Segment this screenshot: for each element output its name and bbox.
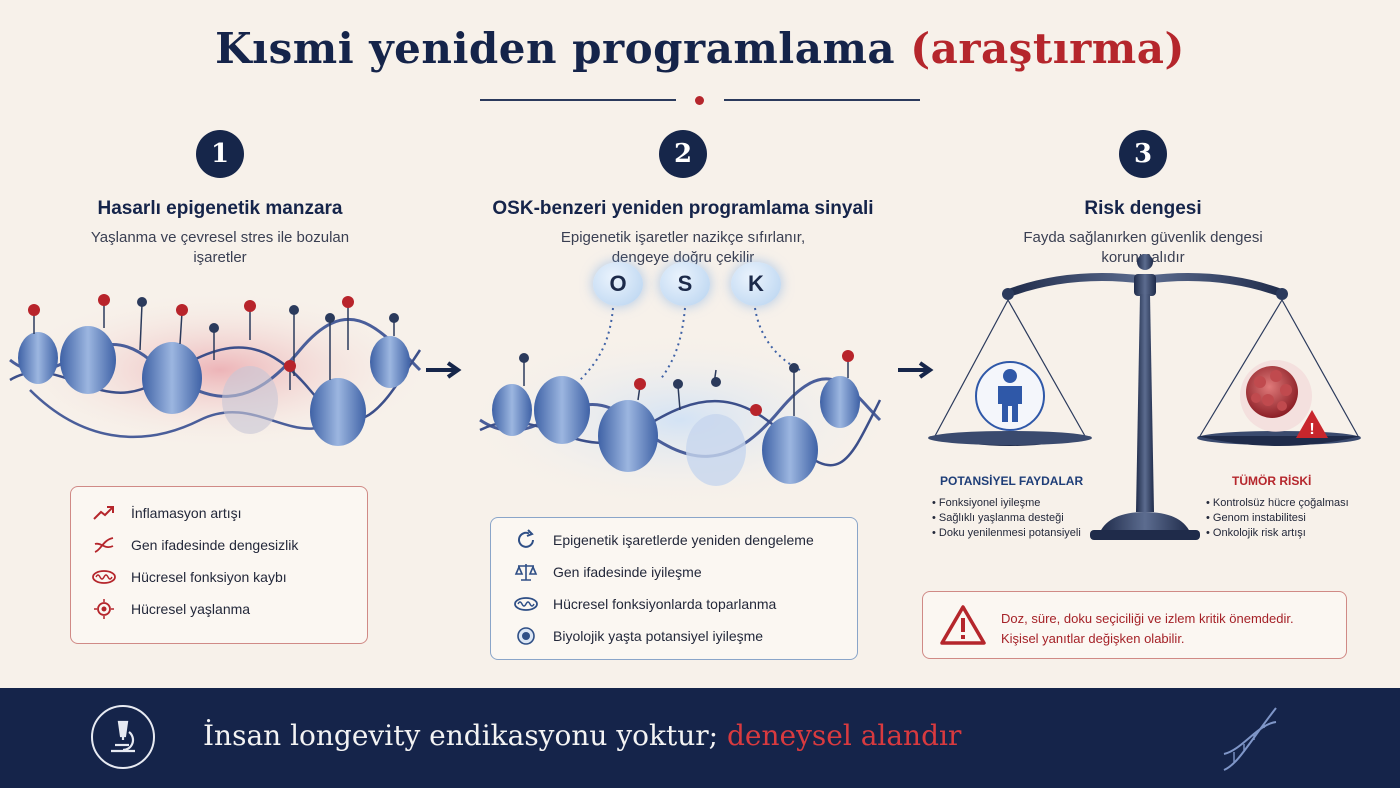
step-title: Hasarlı epigenetik manzara (97, 198, 343, 219)
damage-effects-box: İnflamasyon artışı Gen ifadesinde denges… (70, 486, 368, 644)
list-item: Doku yenilenmesi potansiyeli (932, 526, 1081, 541)
step-number: 1 (196, 130, 244, 178)
damaged-chromatin-illustration (5, 290, 430, 450)
dna-icon (1223, 707, 1277, 771)
list-item: Onkolojik risk artışı (1206, 526, 1349, 541)
svg-text:!: ! (1309, 421, 1314, 438)
title-accent: (araştırma) (910, 24, 1185, 73)
footer-text: İnsan longevity endikasyonu yoktur; dene… (203, 719, 962, 752)
cell-icon (91, 598, 117, 620)
list-item: Gen ifadesinde iyileşme (491, 556, 857, 588)
osk-factor-o: O (593, 262, 643, 306)
warning-line-2: Kişisel yanıtlar değişken olabilir. (1001, 631, 1185, 646)
osk-factor-k: K (731, 262, 781, 306)
warning-line-1: Doz, süre, doku seçiciliği ve izlem krit… (1001, 611, 1294, 626)
list-item: Fonksiyonel iyileşme (932, 496, 1081, 511)
list-item: Genom instabilitesi (1206, 511, 1349, 526)
list-item: Hücresel fonksiyon kaybı (71, 561, 367, 593)
title-main: Kısmi yeniden programlama (215, 24, 911, 73)
reprogrammed-chromatin-illustration (460, 307, 900, 510)
risks-list: Kontrolsüz hücre çoğalması Genom instabi… (1206, 496, 1349, 541)
list-item: Gen ifadesinde dengesizlik (71, 529, 367, 561)
list-item: Hücresel fonksiyonlarda toparlanma (491, 588, 857, 620)
dna-icon (91, 534, 117, 556)
title-divider (480, 94, 920, 106)
step-1: 1 Hasarlı epigenetik manzara Yaşlanma ve… (0, 130, 440, 268)
step-title: Risk dengesi (1084, 198, 1202, 219)
mitochondria-icon (91, 566, 117, 588)
reprogramming-effects-box: Epigenetik işaretlerde yeniden dengeleme… (490, 517, 858, 660)
trend-up-icon (91, 502, 117, 524)
warning-box: Doz, süre, doku seçiciliği ve izlem krit… (922, 591, 1347, 659)
list-item: Biyolojik yaşta potansiyel iyileşme (491, 620, 857, 652)
list-item: Hücresel yaşlanma (71, 593, 367, 625)
balance-scale-illustration: ! (928, 254, 1361, 540)
step-subtitle: Epigenetik işaretler nazikçe sıfırlanır,… (560, 229, 806, 266)
clock-icon (513, 625, 539, 647)
footer-banner: İnsan longevity endikasyonu yoktur; dene… (0, 688, 1400, 788)
potential-benefits-label: POTANSİYEL FAYDALAR (940, 474, 1084, 488)
balance-icon (513, 561, 539, 583)
list-item: İnflamasyon artışı (71, 497, 367, 529)
page-title: Kısmi yeniden programlama (araştırma) (0, 24, 1400, 73)
step-title: OSK-benzeri yeniden programlama sinyali (492, 198, 874, 219)
tumor-risk-label: TÜMÖR RİSKİ (1232, 474, 1312, 488)
step-number: 2 (659, 130, 707, 178)
step-3: 3 Risk dengesi Fayda sağlanırken güvenli… (923, 130, 1363, 268)
warning-icon (940, 605, 986, 645)
mitochondria-icon (513, 593, 539, 615)
list-item: Kontrolsüz hücre çoğalması (1206, 496, 1349, 511)
list-item: Sağlıklı yaşlanma desteği (932, 511, 1081, 526)
osk-factor-s: S (660, 262, 710, 306)
arrow-right-icon (898, 361, 934, 379)
benefits-list: Fonksiyonel iyileşme Sağlıklı yaşlanma d… (932, 496, 1081, 541)
arrow-right-icon (426, 361, 462, 379)
step-2: 2 OSK-benzeri yeniden programlama sinyal… (463, 130, 903, 268)
refresh-icon (513, 529, 539, 551)
step-number: 3 (1119, 130, 1167, 178)
step-subtitle: Yaşlanma ve çevresel stres ile bozulan i… (90, 229, 350, 266)
microscope-icon (91, 705, 155, 769)
list-item: Epigenetik işaretlerde yeniden dengeleme (491, 524, 857, 556)
